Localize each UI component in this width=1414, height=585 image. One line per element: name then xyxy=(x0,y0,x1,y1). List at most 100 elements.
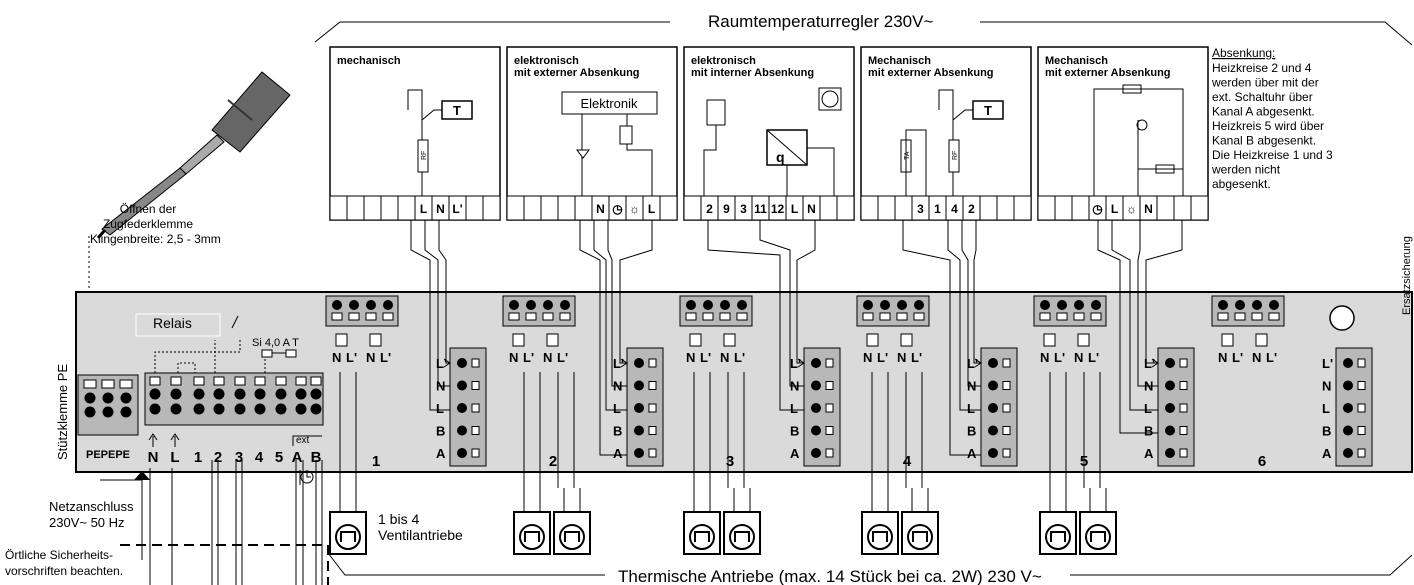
terminal-screw xyxy=(193,388,205,400)
output-label: L' xyxy=(1054,350,1065,365)
output-label: N xyxy=(863,350,872,365)
actuator-icon xyxy=(723,488,761,555)
input-terminal-block xyxy=(626,347,664,467)
thermostat-title: mechanisch xyxy=(337,55,401,67)
terminal-slot xyxy=(170,376,182,386)
fuse-label: Si 4,0 A T xyxy=(252,337,299,349)
actuator-icon xyxy=(683,488,721,555)
actuator-icon xyxy=(329,488,367,555)
input-label: N xyxy=(1322,379,1331,394)
mains-terminal-label: N xyxy=(148,449,159,466)
clock-icon xyxy=(300,470,314,484)
output-label: N xyxy=(1074,350,1083,365)
input-terminal-block xyxy=(449,347,487,467)
resistor-icon xyxy=(417,139,429,173)
terminal-label: ◷ xyxy=(612,202,623,216)
terminal-label: 4 xyxy=(951,202,958,216)
terminal-slot xyxy=(254,376,266,386)
terminal-screw xyxy=(193,403,205,415)
terminal-slot xyxy=(149,376,161,386)
setback-note-line: abgesenkt. xyxy=(1212,177,1271,191)
electronics-box xyxy=(561,91,658,115)
valve-caption-line: 1 bis 4 xyxy=(378,511,419,527)
resistor-label: RF xyxy=(952,151,959,160)
electronics-label: Elektronik xyxy=(580,96,638,111)
output-label: L' xyxy=(877,350,888,365)
input-terminal-block xyxy=(1157,347,1195,467)
spare-fuse xyxy=(1329,305,1355,331)
setback-note-line: werden nicht xyxy=(1211,163,1281,177)
terminal-label: L' xyxy=(452,202,462,216)
thermostat-symbol-label: T xyxy=(984,103,992,118)
terminal-label: L xyxy=(420,202,427,216)
terminal-screw xyxy=(310,388,322,400)
input-terminal-block xyxy=(803,347,841,467)
resistor-label: TA xyxy=(904,151,911,160)
terminal-label: 9 xyxy=(723,202,730,216)
input-label: B xyxy=(1144,424,1153,439)
terminal-screw xyxy=(170,388,182,400)
fuse-icon xyxy=(261,349,297,358)
output-label: N xyxy=(720,350,729,365)
actuators-bracket xyxy=(327,552,1413,576)
terminal-slot xyxy=(234,376,246,386)
terminal-screw xyxy=(234,403,246,415)
terminal-screw xyxy=(275,403,287,415)
wire xyxy=(1049,372,1101,488)
spare-fuse-label: Ersatzsicherung xyxy=(1401,236,1413,315)
terminal-screw xyxy=(213,388,225,400)
terminal-label: 3 xyxy=(917,202,924,216)
valve-caption-line: Ventilantriebe xyxy=(378,527,463,543)
terminal-screw xyxy=(170,403,182,415)
wire xyxy=(339,372,357,488)
field-wires xyxy=(149,460,323,585)
wire xyxy=(410,220,450,411)
resistor-icon xyxy=(948,139,960,173)
input-label: L xyxy=(436,401,444,416)
terminal-slot xyxy=(193,376,205,386)
screwdriver-caption-line: Klingenbreite: 2,5 - 3mm xyxy=(90,232,221,246)
output-label: L' xyxy=(734,350,745,365)
channel-number: 1 xyxy=(372,453,380,470)
safety-caption-line: Örtliche Sicherheits- xyxy=(5,548,113,562)
output-label: L' xyxy=(911,350,922,365)
output-label: N xyxy=(366,350,375,365)
channel-number: 4 xyxy=(903,453,912,470)
mains-caption-line: 230V~ 50 Hz xyxy=(49,515,125,530)
mains-terminal-label: 5 xyxy=(275,449,283,466)
channel-number: 3 xyxy=(726,453,734,470)
setback-note-line: Die Heizkreise 1 und 3 xyxy=(1212,148,1333,162)
input-label: A xyxy=(1144,446,1154,461)
ext-bracket xyxy=(292,435,322,446)
output-label: N xyxy=(1040,350,1049,365)
terminal-screw xyxy=(310,403,322,415)
output-label: L' xyxy=(1088,350,1099,365)
sensor-icon xyxy=(1136,119,1148,131)
input-label: B xyxy=(1322,424,1331,439)
mains-terminal-label: B xyxy=(311,449,322,466)
resistor-label: RF xyxy=(421,151,428,160)
setback-note-line: Heizkreise 2 und 4 xyxy=(1212,61,1312,75)
support-terminal-label: Stützklemme PE xyxy=(55,364,70,460)
terminal-slot xyxy=(213,376,225,386)
terminal-label: N xyxy=(596,202,605,216)
thermostat-subtitle: mit externer Absenkung xyxy=(868,67,994,79)
terminal-label: 12 xyxy=(771,202,785,216)
relay-label: Relais xyxy=(153,315,192,331)
channel-number: 6 xyxy=(1258,453,1266,470)
input-terminal-block xyxy=(1335,347,1373,467)
output-label: N xyxy=(897,350,906,365)
pe-labels: PEPEPE xyxy=(86,449,130,461)
terminal-screw xyxy=(254,388,266,400)
input-label: B xyxy=(967,424,976,439)
input-label: L' xyxy=(436,356,447,371)
output-label: N xyxy=(332,350,341,365)
room-controllers-title: Raumtemperaturregler 230V~ xyxy=(708,12,933,31)
